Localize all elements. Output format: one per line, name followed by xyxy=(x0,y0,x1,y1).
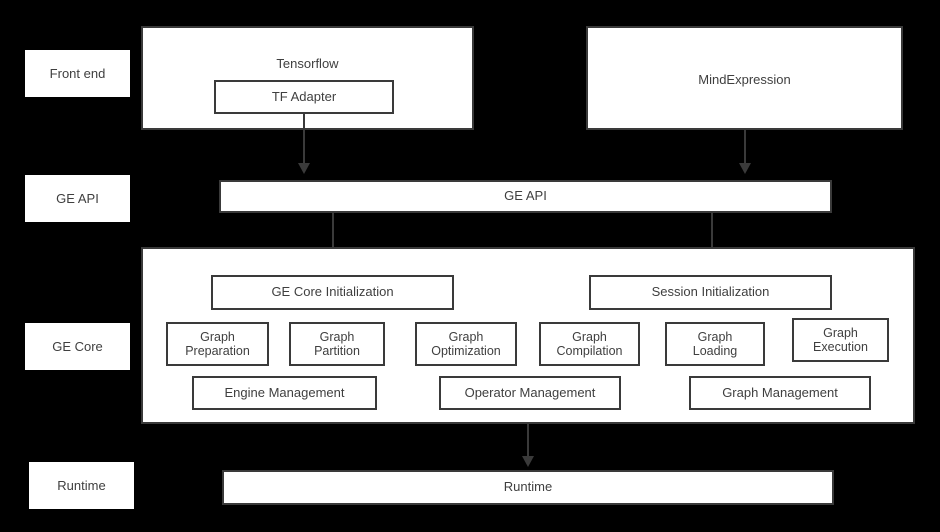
engine-management-box[interactable]: Engine Management xyxy=(192,376,377,410)
tensorflow-title: Tensorflow xyxy=(276,56,339,71)
graph-optimization-label: Graph Optimization xyxy=(431,329,501,358)
mindexpression-title: MindExpression xyxy=(698,72,791,87)
stage-label-ge-api-text: GE API xyxy=(56,191,99,206)
stage-label-runtime-text: Runtime xyxy=(57,478,106,493)
stage-label-front-end: Front end xyxy=(25,50,130,97)
engine-management-label: Engine Management xyxy=(224,384,345,400)
graph-optimization-box[interactable]: Graph Optimization xyxy=(415,322,517,366)
connector-ge-api-to-session-init xyxy=(711,213,713,260)
graph-management-label: Graph Management xyxy=(722,384,838,400)
stage-label-ge-core: GE Core xyxy=(25,323,130,370)
arrowhead-tf-adapter-to-ge-api xyxy=(298,163,310,174)
graph-loading-label: Graph Loading xyxy=(692,329,738,358)
operator-management-label: Operator Management xyxy=(464,384,596,400)
graph-execution-box[interactable]: Graph Execution xyxy=(792,318,889,362)
stage-label-ge-core-text: GE Core xyxy=(52,339,103,354)
graph-compilation-box[interactable]: Graph Compilation xyxy=(539,322,640,366)
connector-mindexpression-to-ge-api xyxy=(744,130,746,165)
graph-partition-label: Graph Partition xyxy=(314,329,360,358)
connector-ge-core-to-runtime xyxy=(527,424,529,460)
mindexpression-group: MindExpression xyxy=(586,26,903,130)
stage-label-front-end-text: Front end xyxy=(49,66,106,81)
arrowhead-mindexpression-to-ge-api xyxy=(739,163,751,174)
stage-label-ge-api: GE API xyxy=(25,175,130,222)
graph-partition-box[interactable]: Graph Partition xyxy=(289,322,385,366)
ge-api-bar[interactable]: GE API xyxy=(219,180,832,213)
runtime-bar-label: Runtime xyxy=(503,479,553,495)
graph-loading-box[interactable]: Graph Loading xyxy=(665,322,765,366)
tf-adapter-box[interactable]: TF Adapter xyxy=(214,80,394,114)
runtime-bar[interactable]: Runtime xyxy=(222,470,834,505)
connector-ge-api-to-ge-core-init xyxy=(332,213,334,260)
graph-compilation-label: Graph Compilation xyxy=(556,329,623,358)
operator-management-box[interactable]: Operator Management xyxy=(439,376,621,410)
stage-label-runtime: Runtime xyxy=(29,462,134,509)
ge-core-initialization-box[interactable]: GE Core Initialization xyxy=(211,275,454,310)
graph-management-box[interactable]: Graph Management xyxy=(689,376,871,410)
graph-preparation-label: Graph Preparation xyxy=(185,329,250,358)
ge-api-bar-label: GE API xyxy=(504,188,547,204)
session-initialization-label: Session Initialization xyxy=(651,284,770,300)
connector-tf-adapter-to-ge-api xyxy=(303,113,305,165)
graph-execution-label: Graph Execution xyxy=(813,325,868,354)
graph-preparation-box[interactable]: Graph Preparation xyxy=(166,322,269,366)
session-initialization-box[interactable]: Session Initialization xyxy=(589,275,832,310)
tf-adapter-label: TF Adapter xyxy=(271,88,337,104)
arrowhead-ge-core-to-runtime xyxy=(522,456,534,467)
tensorflow-group: Tensorflow xyxy=(141,26,474,130)
ge-core-initialization-label: GE Core Initialization xyxy=(271,284,394,300)
